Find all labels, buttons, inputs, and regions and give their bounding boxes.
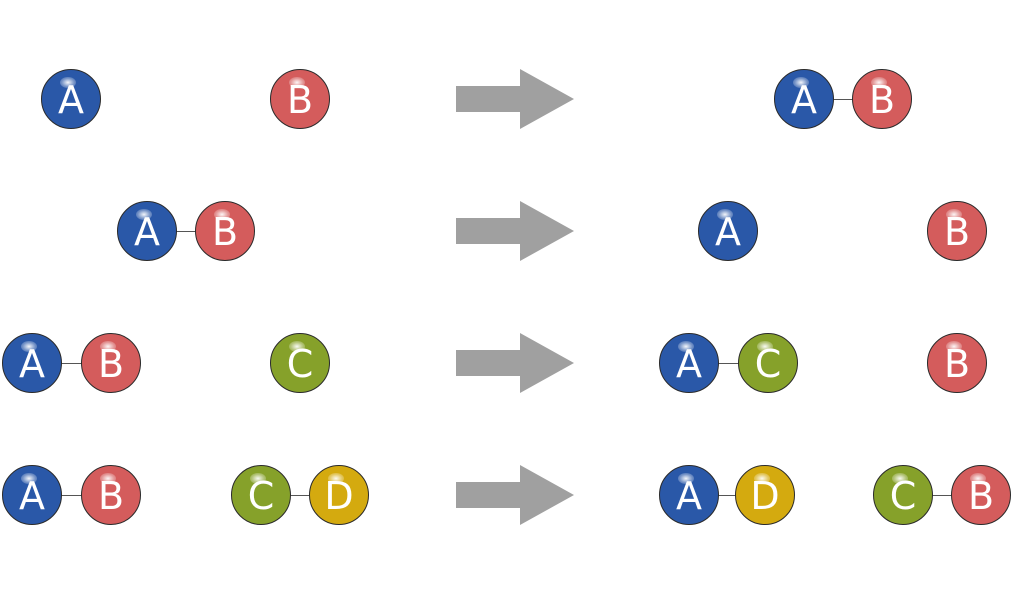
- reaction-arrow-icon: [456, 465, 574, 525]
- bond-c-b: [931, 495, 953, 496]
- reaction-arrow-icon: [456, 333, 574, 393]
- reaction-row-1: A B A B: [0, 64, 1014, 134]
- bond-a-b: [833, 99, 853, 100]
- atom-a: A: [659, 333, 719, 393]
- bond-a-b: [176, 231, 196, 232]
- atom-a: A: [2, 333, 62, 393]
- atom-a: A: [659, 465, 719, 525]
- bond-a-d: [718, 495, 738, 496]
- atom-a: A: [698, 201, 758, 261]
- reaction-arrow-icon: [456, 201, 574, 261]
- atom-c: C: [738, 333, 798, 393]
- atom-b: B: [951, 465, 1011, 525]
- atom-b: B: [927, 201, 987, 261]
- reaction-row-3: A B C A C B: [0, 328, 1014, 398]
- reaction-arrow-icon: [456, 69, 574, 129]
- atom-a: A: [41, 69, 101, 129]
- atom-b: B: [195, 201, 255, 261]
- atom-c: C: [270, 333, 330, 393]
- bond-a-b: [61, 363, 83, 364]
- bond-a-b: [61, 495, 83, 496]
- bond-a-c: [718, 363, 740, 364]
- atom-b: B: [927, 333, 987, 393]
- atom-b: B: [81, 465, 141, 525]
- atom-a: A: [774, 69, 834, 129]
- atom-a: A: [117, 201, 177, 261]
- reaction-row-4: A B C D A D C B: [0, 460, 1014, 530]
- atom-b: B: [81, 333, 141, 393]
- atom-c: C: [873, 465, 933, 525]
- atom-b: B: [852, 69, 912, 129]
- atom-c: C: [231, 465, 291, 525]
- atom-b: B: [270, 69, 330, 129]
- atom-d: D: [309, 465, 369, 525]
- reaction-row-2: A B A B: [0, 196, 1014, 266]
- atom-d: D: [735, 465, 795, 525]
- atom-a: A: [2, 465, 62, 525]
- bond-c-d: [289, 495, 311, 496]
